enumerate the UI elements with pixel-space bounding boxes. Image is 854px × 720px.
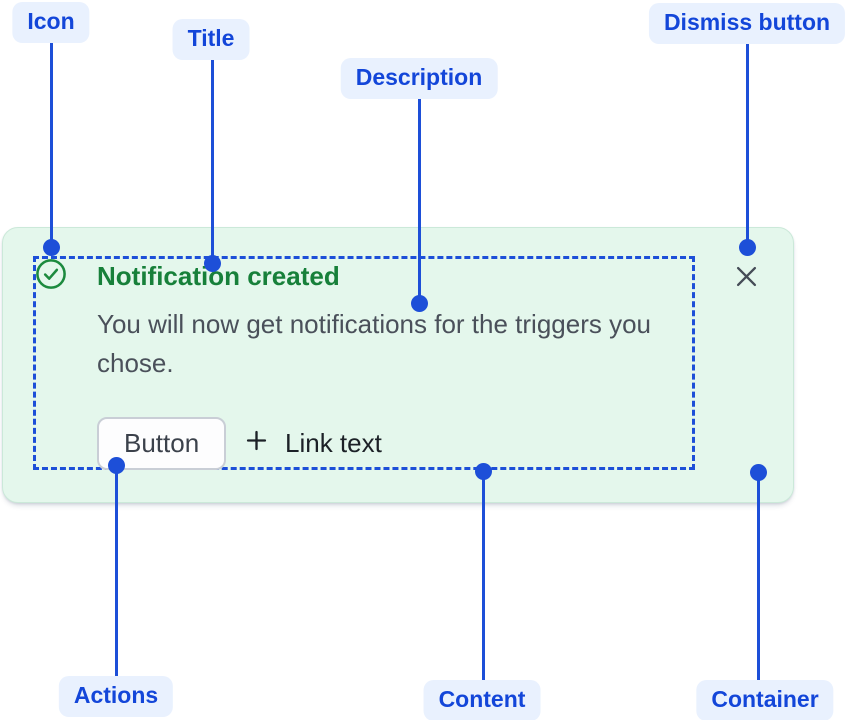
dismiss-connector-line xyxy=(745,40,749,247)
action-link-label: Link text xyxy=(285,428,382,458)
dismiss-button[interactable] xyxy=(731,261,762,292)
description-connector-dot xyxy=(410,294,428,312)
action-button[interactable]: Button xyxy=(97,417,227,470)
callout-icon-label: Icon xyxy=(12,2,90,43)
action-link[interactable]: Link text xyxy=(243,417,382,470)
content-connector-dot xyxy=(474,462,492,480)
callout-dismiss-label: Dismiss button xyxy=(648,3,846,44)
callout-title-label: Title xyxy=(172,19,250,60)
description-connector-line xyxy=(417,94,421,303)
close-icon xyxy=(731,266,762,295)
icon-connector-dot xyxy=(42,238,60,256)
callout-actions-label: Actions xyxy=(58,676,174,717)
title-connector-dot xyxy=(203,254,221,272)
title-connector-line xyxy=(210,55,214,263)
callout-description-label: Description xyxy=(340,58,498,99)
actions-connector-line xyxy=(114,465,118,676)
actions-connector-dot xyxy=(107,456,125,474)
action-button-label: Button xyxy=(124,428,200,458)
callout-container-label: Container xyxy=(696,680,834,720)
callout-content-label: Content xyxy=(423,680,541,720)
content-connector-line xyxy=(481,471,485,680)
content-bounds-outline xyxy=(33,256,695,470)
container-connector-dot xyxy=(749,463,767,481)
container-connector-line xyxy=(756,472,760,680)
plus-icon xyxy=(243,427,270,461)
dismiss-connector-dot xyxy=(738,238,756,256)
notification-description: You will now get notifications for the t… xyxy=(97,309,652,378)
icon-connector-line xyxy=(49,40,53,247)
check-circle-icon xyxy=(35,258,67,290)
